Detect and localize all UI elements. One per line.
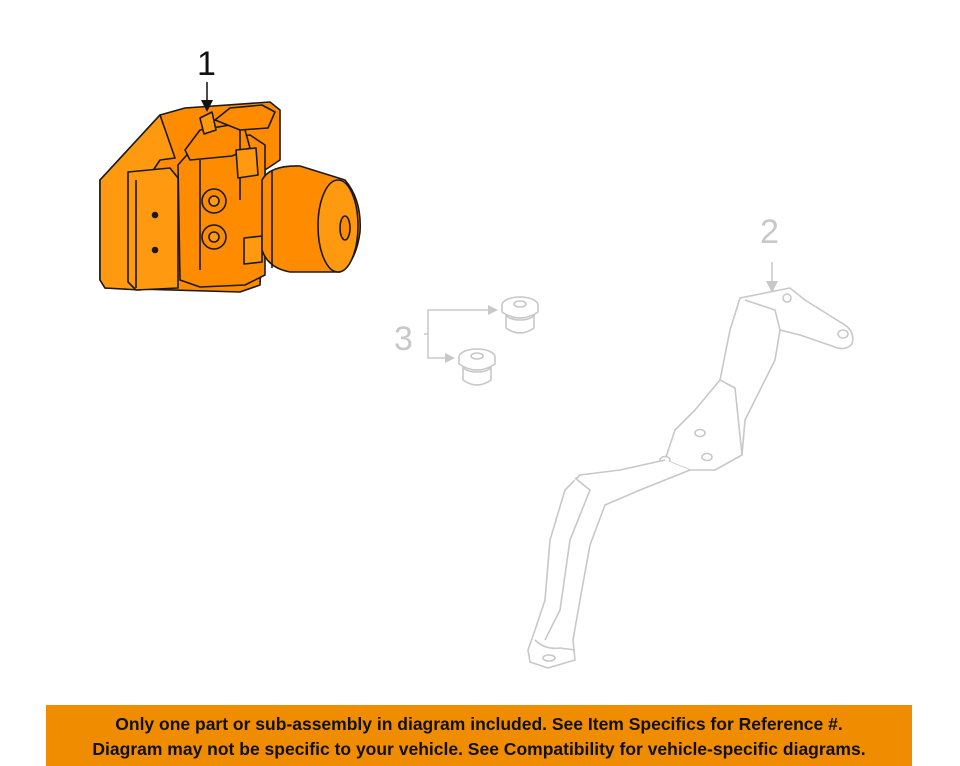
flange-nut-upper	[501, 296, 539, 334]
callout-2-arrow	[766, 262, 778, 293]
callout-3-arrow-upper	[488, 305, 498, 315]
disclaimer-line-2: Diagram may not be specific to your vehi…	[92, 739, 866, 759]
callout-3-label: 3	[394, 320, 413, 358]
callout-2-label: 2	[760, 213, 779, 251]
abs-modulator-assembly	[99, 101, 362, 293]
callout-1-label: 1	[197, 45, 216, 83]
flange-nut-lower	[458, 348, 496, 386]
disclaimer-banner: Only one part or sub-assembly in diagram…	[46, 705, 912, 766]
disclaimer-line-1: Only one part or sub-assembly in diagram…	[115, 714, 843, 734]
callout-3-arrow-lower	[445, 353, 455, 363]
abs-mounting-bracket	[527, 287, 854, 669]
callout-1-arrow	[201, 82, 213, 112]
callout-3-leader	[424, 309, 490, 359]
